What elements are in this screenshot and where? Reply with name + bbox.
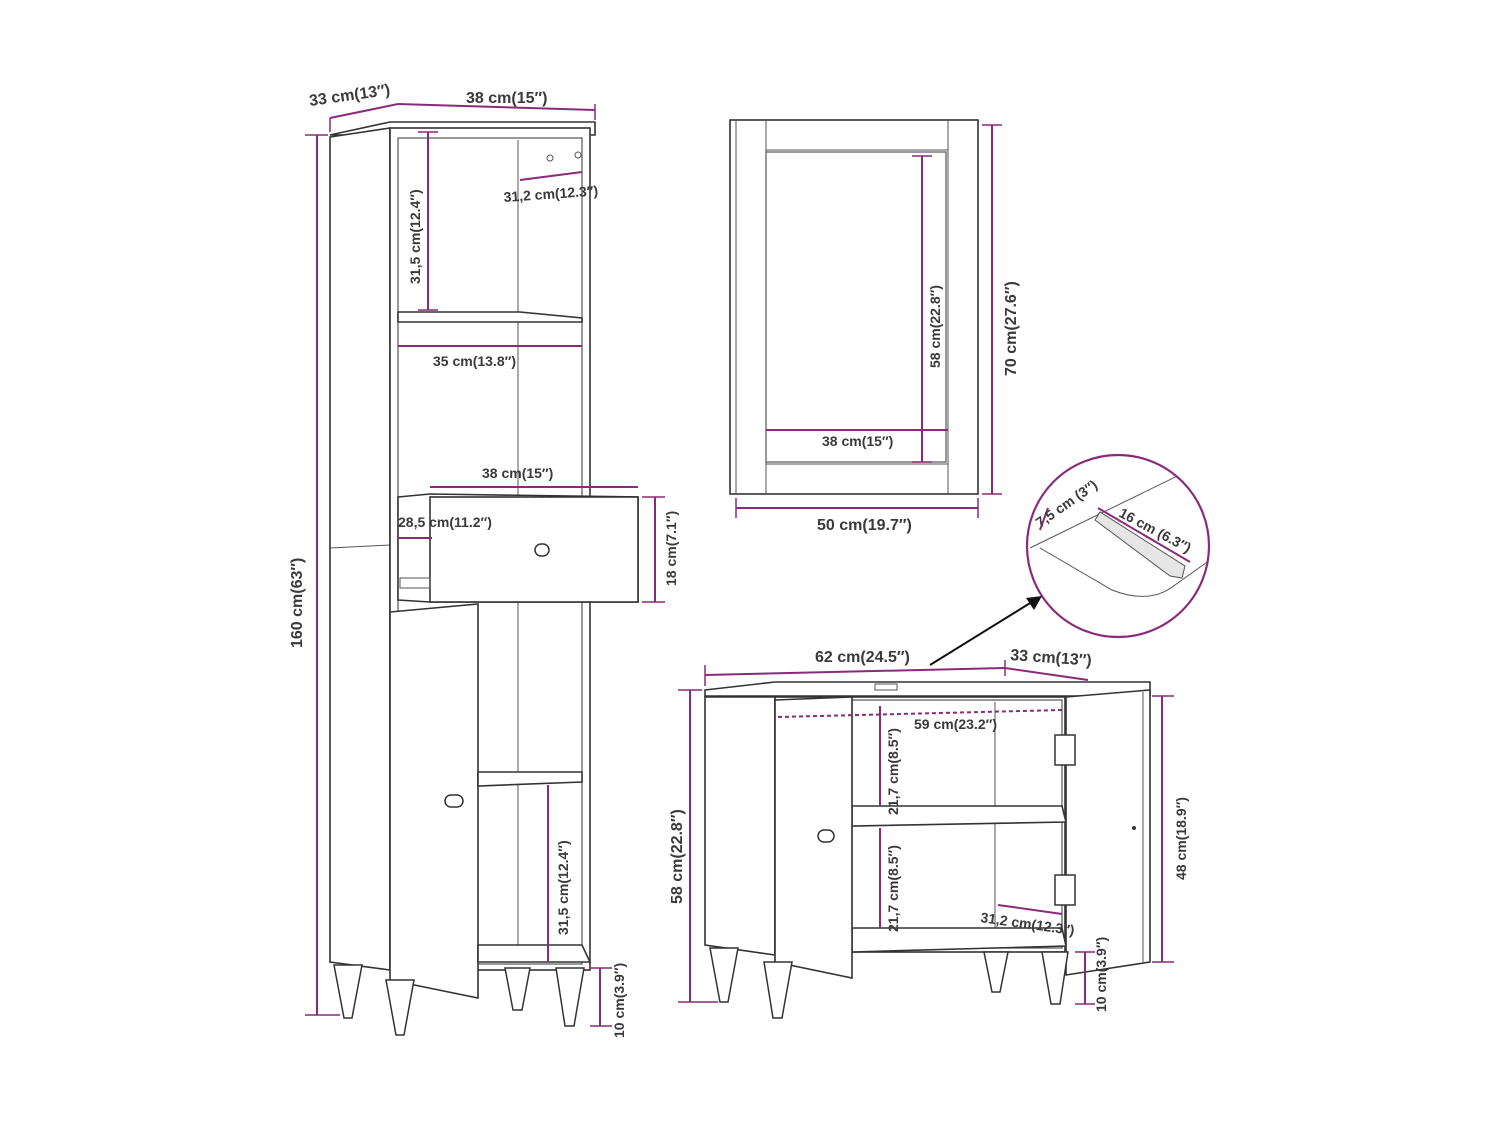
drawer-knob [534, 543, 550, 557]
handle-groove [1094, 511, 1186, 579]
drawer-depth-label: 28,5 cm(11.2″) [398, 514, 492, 530]
door-hole [1132, 826, 1136, 830]
sink-width-line [704, 667, 1006, 676]
side-panel-seam [329, 544, 391, 549]
door-knob [444, 794, 464, 808]
leg [983, 951, 1009, 993]
depth-dimension-line [329, 103, 399, 119]
leg [333, 964, 363, 1019]
left-door-knob [817, 829, 835, 843]
mirror-inner-height-label: 58 cm(22.8″) [927, 285, 943, 368]
sink-depth-line [1004, 667, 1089, 681]
tall-cabinet-door [389, 603, 479, 999]
tall-depth-label: 33 cm(13″) [308, 82, 391, 110]
sink-right-door [1065, 689, 1151, 976]
tall-width-label: 38 cm(15″) [466, 90, 547, 107]
sink-inner-width-label: 59 cm(23.2″) [914, 716, 997, 732]
inner-width-label: 35 cm(13.8″) [433, 353, 516, 369]
leg [709, 947, 739, 1003]
leg [504, 967, 531, 1011]
sink-cabinet-top [704, 681, 1151, 697]
mirror: 58 cm(22.8″) 38 cm(15″) 70 cm(27.6″) 50 … [729, 119, 1020, 534]
leg [1041, 951, 1069, 1005]
tall-leg-height-label: 10 cm(3.9″) [611, 963, 627, 1038]
sink-depth-label: 33 cm(13″) [1010, 647, 1092, 670]
drawer-height-label: 18 cm(7.1″) [663, 511, 679, 586]
sink-leg-height-label: 10 cm(3.9″) [1093, 937, 1109, 1012]
sink-body-height-label: 48 cm(18.9″) [1173, 797, 1189, 880]
drain-hole [874, 683, 898, 691]
lower-shelf-height-label: 31,5 cm(12.4″) [555, 840, 571, 935]
detail-pointer-arrowhead [1026, 596, 1042, 610]
top-shelf-height-label: 31,5 cm(12.4″) [407, 189, 423, 284]
mirror-glass [765, 151, 947, 463]
drawer-width-label: 38 cm(15″) [482, 465, 553, 481]
lower-shelf [477, 771, 583, 787]
hinge [1054, 874, 1076, 906]
leg [763, 961, 793, 1019]
tall-cabinet: 33 cm(13″) 38 cm(15″) 160 cm(63″) 31,5 c… [289, 82, 679, 1038]
drawer-runner [399, 577, 431, 589]
shelf-depth-label: 31,2 cm(12.3″) [503, 182, 599, 205]
hinge [1054, 734, 1076, 766]
sink-cabinet: 62 cm(24.5″) 33 cm(13″) 59 cm(23.2″) 21,… [669, 647, 1189, 1019]
bottom-shelf [477, 944, 592, 963]
tall-height-label: 160 cm(63″) [289, 558, 306, 648]
sink-width-label: 62 cm(24.5″) [815, 649, 910, 666]
tall-cabinet-side-panel [329, 127, 391, 971]
drawer-front [429, 496, 639, 603]
sink-height-label: 58 cm(22.8″) [669, 809, 686, 904]
shelf-depth-line [519, 171, 583, 181]
sink-shelf-depth-line [997, 904, 1063, 915]
upper-compartment-label: 21,7 cm(8.5″) [885, 728, 901, 815]
lower-compartment-label: 21,7 cm(8.5″) [885, 845, 901, 932]
detail-pointer-arrow [929, 599, 1036, 666]
sink-cabinet-side-panel [704, 696, 776, 956]
leg [385, 979, 415, 1036]
mirror-height-label: 70 cm(27.6″) [1003, 281, 1020, 376]
sink-inner-width-line [777, 709, 1063, 718]
width-dimension-line [397, 103, 596, 111]
handle-width-line [1039, 507, 1049, 531]
detail-edge [1039, 547, 1208, 597]
mirror-width-label: 50 cm(19.7″) [817, 517, 912, 534]
leg [555, 967, 585, 1027]
handle-length-line [1097, 507, 1191, 563]
upper-shelf [397, 311, 583, 323]
mirror-inner-width-label: 38 cm(15″) [822, 433, 893, 449]
sink-left-door [774, 696, 853, 979]
shelf-hole [574, 151, 582, 159]
shelf-hole [546, 154, 554, 162]
